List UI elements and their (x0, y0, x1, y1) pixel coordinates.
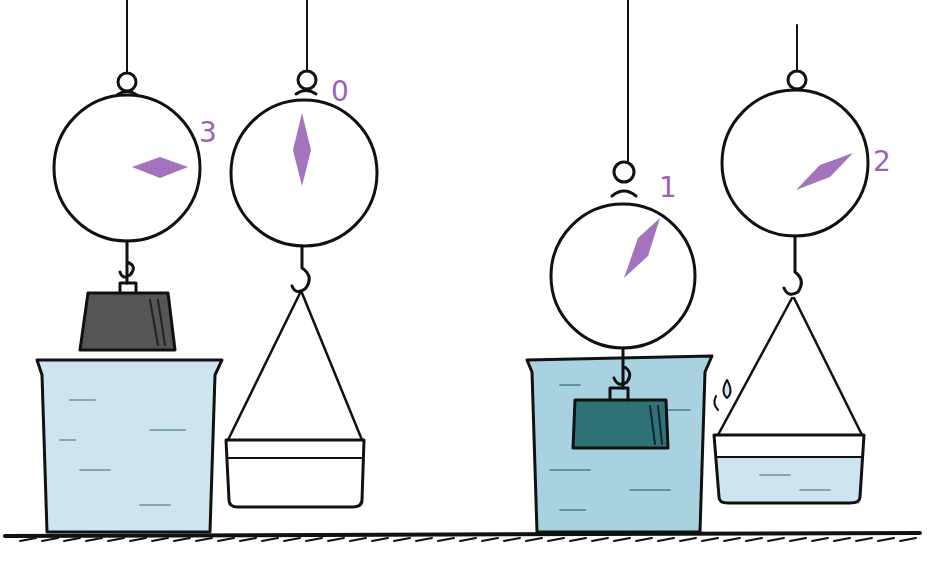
hatch-stroke (746, 538, 762, 541)
hatch-stroke (416, 538, 432, 541)
scale-reading: 3 (199, 119, 217, 147)
hatch-stroke (152, 538, 168, 541)
hatch-stroke (284, 538, 300, 541)
ring-mount (612, 191, 636, 196)
hatch-stroke (702, 538, 718, 541)
hatch-stroke (20, 538, 36, 541)
hatch-stroke (306, 538, 322, 541)
scale-dial (54, 95, 200, 241)
ring-mount (296, 91, 316, 95)
pan-strings (718, 298, 862, 435)
ring (118, 73, 136, 91)
hatch-stroke (174, 538, 190, 541)
hatch-stroke (372, 538, 388, 541)
weight (573, 400, 668, 448)
hatch-stroke (548, 538, 564, 541)
string (126, 0, 128, 72)
shading (650, 406, 662, 444)
pointer (624, 218, 660, 278)
hatch-stroke (482, 538, 498, 541)
hook (784, 236, 801, 294)
pan-water (716, 457, 862, 503)
ring (788, 71, 806, 89)
water-lines (60, 400, 185, 505)
hatch-stroke (614, 538, 630, 541)
pan-rim (228, 457, 362, 459)
hatch-stroke (394, 538, 410, 541)
pan (714, 435, 864, 503)
water-lines (550, 385, 690, 510)
hook (614, 348, 630, 388)
hatch-stroke (504, 538, 520, 541)
hatch-stroke (680, 538, 696, 541)
pan-strings (228, 293, 362, 440)
hatch-stroke (262, 538, 278, 541)
spill (714, 396, 718, 410)
hatch-stroke (658, 538, 674, 541)
hatch-stroke (218, 538, 234, 541)
hatch-stroke (42, 538, 58, 541)
string (796, 25, 798, 70)
scale-reading: 1 (659, 174, 677, 202)
ground-hatching (20, 538, 916, 541)
water-lines (760, 475, 830, 490)
ring (614, 162, 634, 182)
hatch-stroke (592, 538, 608, 541)
hatch-stroke (350, 538, 366, 541)
scale-dial (722, 90, 868, 236)
hatch-stroke (460, 538, 476, 541)
hook (292, 246, 309, 292)
hatch-stroke (196, 538, 212, 541)
hatch-stroke (86, 538, 102, 541)
hatch-stroke (812, 538, 828, 541)
string (627, 0, 629, 162)
pointer (796, 153, 853, 190)
hatch-stroke (768, 538, 784, 541)
scale-reading: 0 (331, 78, 349, 106)
string (306, 0, 308, 70)
hook (120, 241, 133, 283)
beaker (37, 360, 222, 532)
scale-reading: 2 (873, 148, 891, 176)
weight (80, 293, 175, 350)
pointer (293, 113, 311, 186)
pointer (132, 157, 188, 178)
weight-handle (610, 388, 628, 400)
hatch-stroke (64, 538, 80, 541)
beaker (527, 356, 712, 532)
hatch-stroke (438, 538, 454, 541)
hatch-stroke (240, 538, 256, 541)
hatch-stroke (878, 538, 894, 541)
hatch-stroke (790, 538, 806, 541)
hatch-stroke (636, 538, 652, 541)
hatch-stroke (724, 538, 740, 541)
hatch-stroke (108, 538, 124, 541)
hatch-stroke (834, 538, 850, 541)
hatch-stroke (900, 538, 916, 541)
water-drop (724, 380, 731, 398)
weight-handle (120, 283, 136, 293)
scale-dial (231, 100, 377, 246)
hatch-stroke (570, 538, 586, 541)
scale-dial (551, 204, 695, 348)
hatch-stroke (856, 538, 872, 541)
hatch-stroke (328, 538, 344, 541)
pan (226, 440, 364, 507)
hatch-stroke (526, 538, 542, 541)
hatch-stroke (130, 538, 146, 541)
ring (298, 71, 316, 89)
water-surface (716, 456, 862, 458)
shading (150, 300, 165, 345)
